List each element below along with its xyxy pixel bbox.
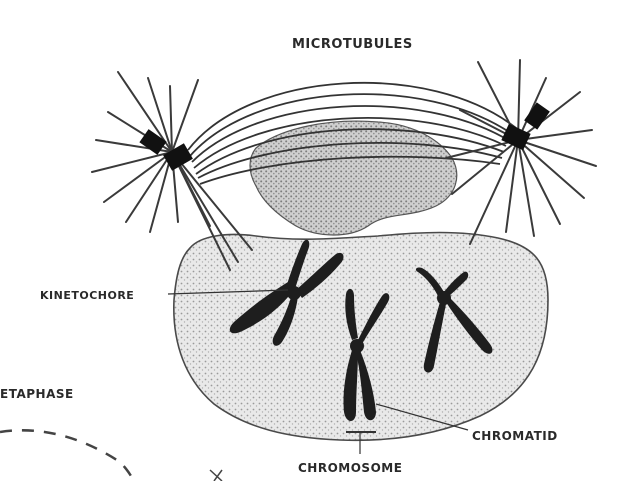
phase-label: ETAPHASE <box>0 387 74 401</box>
right-aster <box>446 60 596 244</box>
kinetochore-label: KINETOCHORE <box>40 289 134 302</box>
arc-tick <box>210 470 222 481</box>
dashed-arc <box>0 430 134 481</box>
chromatid-label: CHROMATID <box>472 429 558 443</box>
right-centrosome <box>501 102 550 150</box>
microtubules-label: MICROTUBULES <box>292 37 413 52</box>
chromosome-label: CHROMOSOME <box>298 461 402 475</box>
